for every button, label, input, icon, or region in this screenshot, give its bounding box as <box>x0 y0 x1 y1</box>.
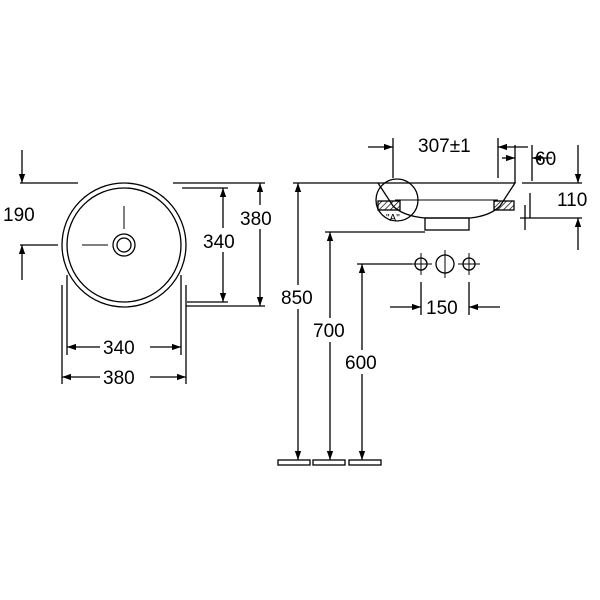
dim-vertical <box>173 182 265 307</box>
drain-stub <box>424 217 470 231</box>
drain-outer <box>112 233 136 257</box>
label-600: 600 <box>345 353 377 374</box>
label-700: 700 <box>313 321 345 342</box>
dim-heights <box>293 182 425 460</box>
label-340-vertical: 340 <box>203 232 235 253</box>
label-150: 150 <box>426 298 458 319</box>
dim-150 <box>390 282 500 315</box>
fixing-left <box>377 200 401 211</box>
dim-307 <box>368 138 528 178</box>
label-380-vertical: 380 <box>240 209 272 230</box>
label-110: 110 <box>557 190 587 211</box>
detail-label-a: "A" <box>386 213 400 224</box>
label-190: 190 <box>3 205 35 226</box>
label-850: 850 <box>281 288 313 309</box>
dim-60 <box>502 145 552 183</box>
label-60: 60 <box>535 149 556 170</box>
label-340-horizontal: 340 <box>103 338 135 359</box>
fixing-right <box>493 200 515 211</box>
label-307: 307±1 <box>418 136 471 157</box>
drain-inner <box>116 237 132 253</box>
label-380-horizontal: 380 <box>103 368 135 389</box>
dim-190 <box>18 150 78 280</box>
detail-circle-a <box>375 178 419 222</box>
dim-110 <box>520 145 582 250</box>
side-view <box>277 138 582 466</box>
basin-inner-rim <box>66 187 182 303</box>
floor-marks <box>277 459 382 466</box>
tap-holes <box>410 250 480 278</box>
basin-outer-rim <box>61 182 187 308</box>
